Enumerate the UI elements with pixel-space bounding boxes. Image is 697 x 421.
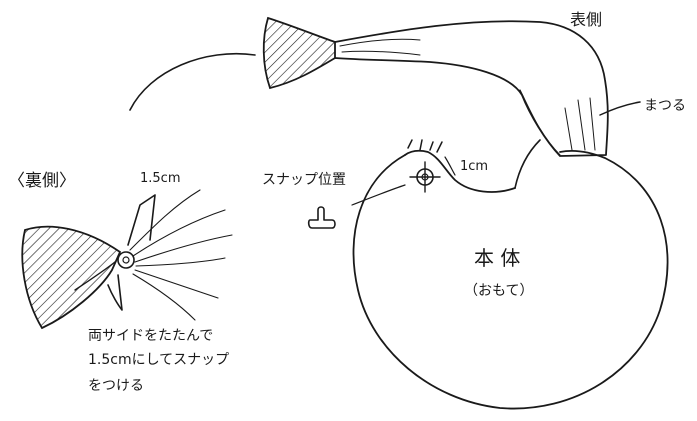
- stitch-leader: [599, 101, 641, 116]
- inner-side-label: 〈裏側〉: [8, 170, 76, 191]
- main-body-label: 本 体: [474, 246, 520, 270]
- snap-size-label: 1cm: [460, 159, 488, 174]
- fold-width-label: 1.5cm: [140, 171, 181, 186]
- hatched-end-top: [262, 16, 336, 90]
- main-body-side-label: （おもて）: [464, 283, 533, 299]
- inner-strap: [21, 189, 233, 330]
- bag-body: [352, 139, 669, 410]
- instruction-line-2: 1.5cmにしてスナップ: [88, 352, 229, 368]
- instruction-line-3: をつける: [88, 378, 144, 394]
- snap-position-label: スナップ位置: [262, 172, 346, 188]
- connector-arc: [129, 52, 256, 111]
- snap-on-bag: [351, 156, 456, 206]
- outer-strap: [262, 16, 609, 189]
- hand-pointer-icon: [307, 206, 336, 229]
- instruction-line-1: 両サイドをたたんで: [88, 328, 213, 344]
- stitch-label: まつる: [644, 98, 686, 114]
- snap-circle-inner: [117, 251, 135, 269]
- outer-side-label: 表側: [570, 10, 602, 29]
- hatched-end-inner: [21, 225, 122, 330]
